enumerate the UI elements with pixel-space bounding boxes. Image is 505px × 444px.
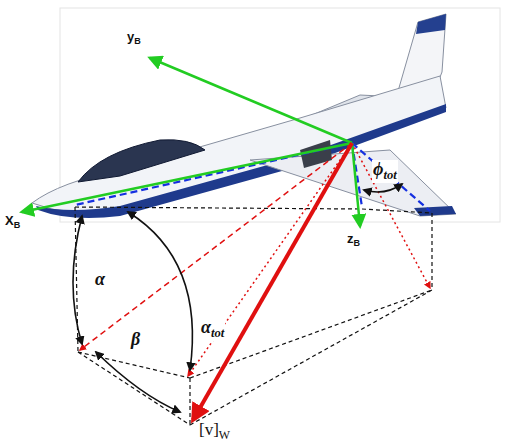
angle-label: β <box>130 330 141 350</box>
axis-label: XB <box>4 214 21 230</box>
label-base: β <box>131 329 140 349</box>
axis-label: zB <box>346 232 361 248</box>
label-base: z <box>347 231 354 246</box>
angle-label: αtot <box>200 318 225 341</box>
label-subscript: B <box>354 238 361 248</box>
axis-label: yB <box>126 30 142 46</box>
label-base: X <box>5 213 14 228</box>
angle-label: α <box>94 270 106 290</box>
label-base: α <box>201 317 211 337</box>
label-subscript: tot <box>211 326 224 340</box>
vector-label: [v]W <box>198 421 231 442</box>
label-base: [v] <box>199 420 219 439</box>
label-base: y <box>127 29 134 44</box>
label-subscript: tot <box>383 168 396 182</box>
label-base: ϕ <box>373 159 383 179</box>
label-base: α <box>95 269 105 289</box>
label-subscript: B <box>14 220 21 230</box>
label-subscript: W <box>219 428 230 442</box>
label-subscript: B <box>134 36 141 46</box>
angle-label: ϕtot <box>372 160 398 183</box>
